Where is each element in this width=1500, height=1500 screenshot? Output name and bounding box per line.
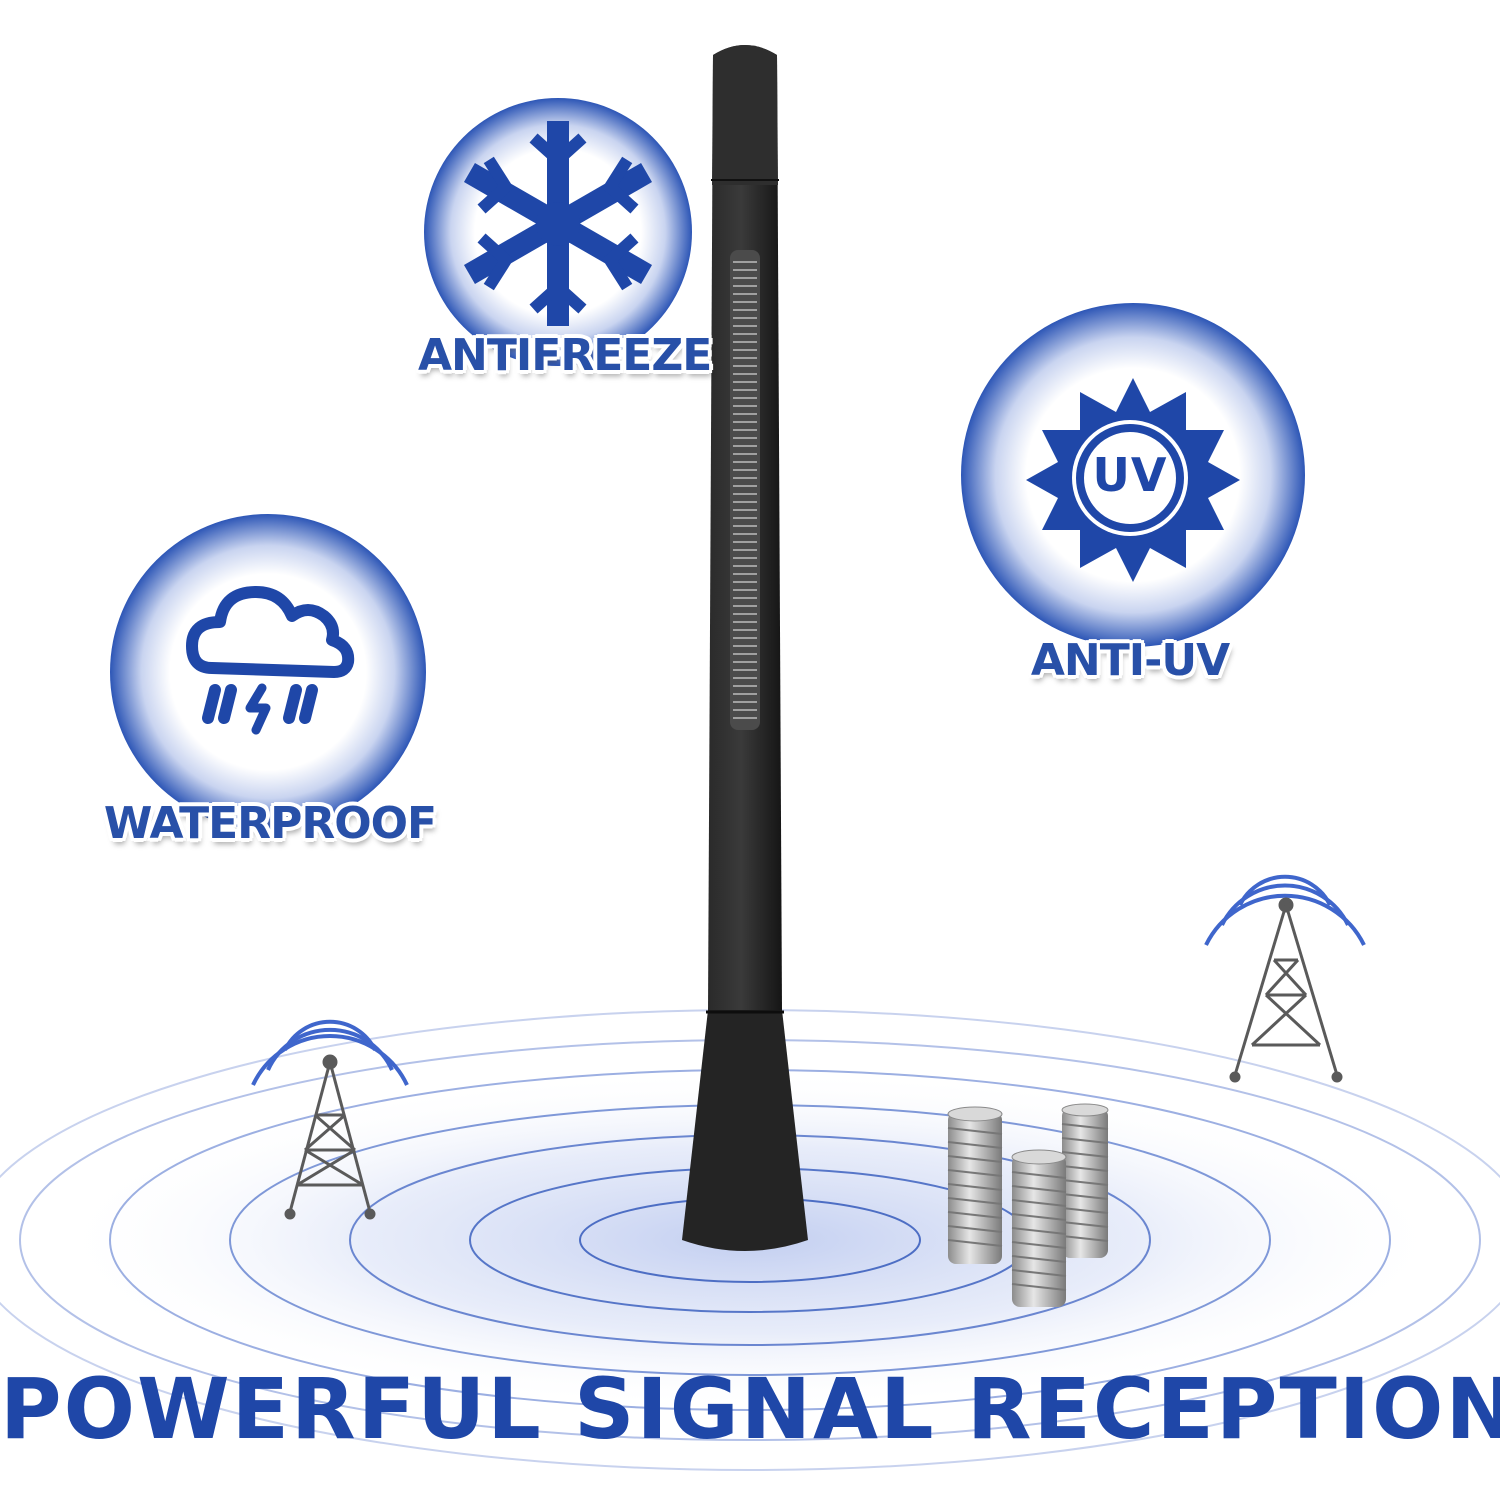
adapter-screw-left (947, 1106, 1003, 1264)
adapter-screw-front (1011, 1149, 1067, 1307)
rain-cloud-icon (186, 586, 355, 735)
headline: POWERFUL SIGNAL RECEPTION (0, 1360, 1500, 1458)
anti-uv-label: ANTI-UV (1030, 635, 1230, 686)
anti-uv-badge (961, 303, 1305, 647)
uv-badge-text: UV (1092, 448, 1168, 502)
waterproof-label: WATERPROOF (103, 798, 437, 849)
waterproof-badge (110, 514, 426, 830)
antifreeze-badge (424, 98, 692, 366)
right-radio-tower-icon (1204, 874, 1366, 1083)
antenna-coil (733, 261, 757, 719)
left-radio-tower-icon (251, 1019, 409, 1220)
threaded-adapters (947, 1103, 1109, 1307)
antenna-product (682, 45, 808, 1251)
antifreeze-label: ANTIFREEZE (418, 330, 712, 381)
adapter-screw-right (1061, 1103, 1109, 1258)
